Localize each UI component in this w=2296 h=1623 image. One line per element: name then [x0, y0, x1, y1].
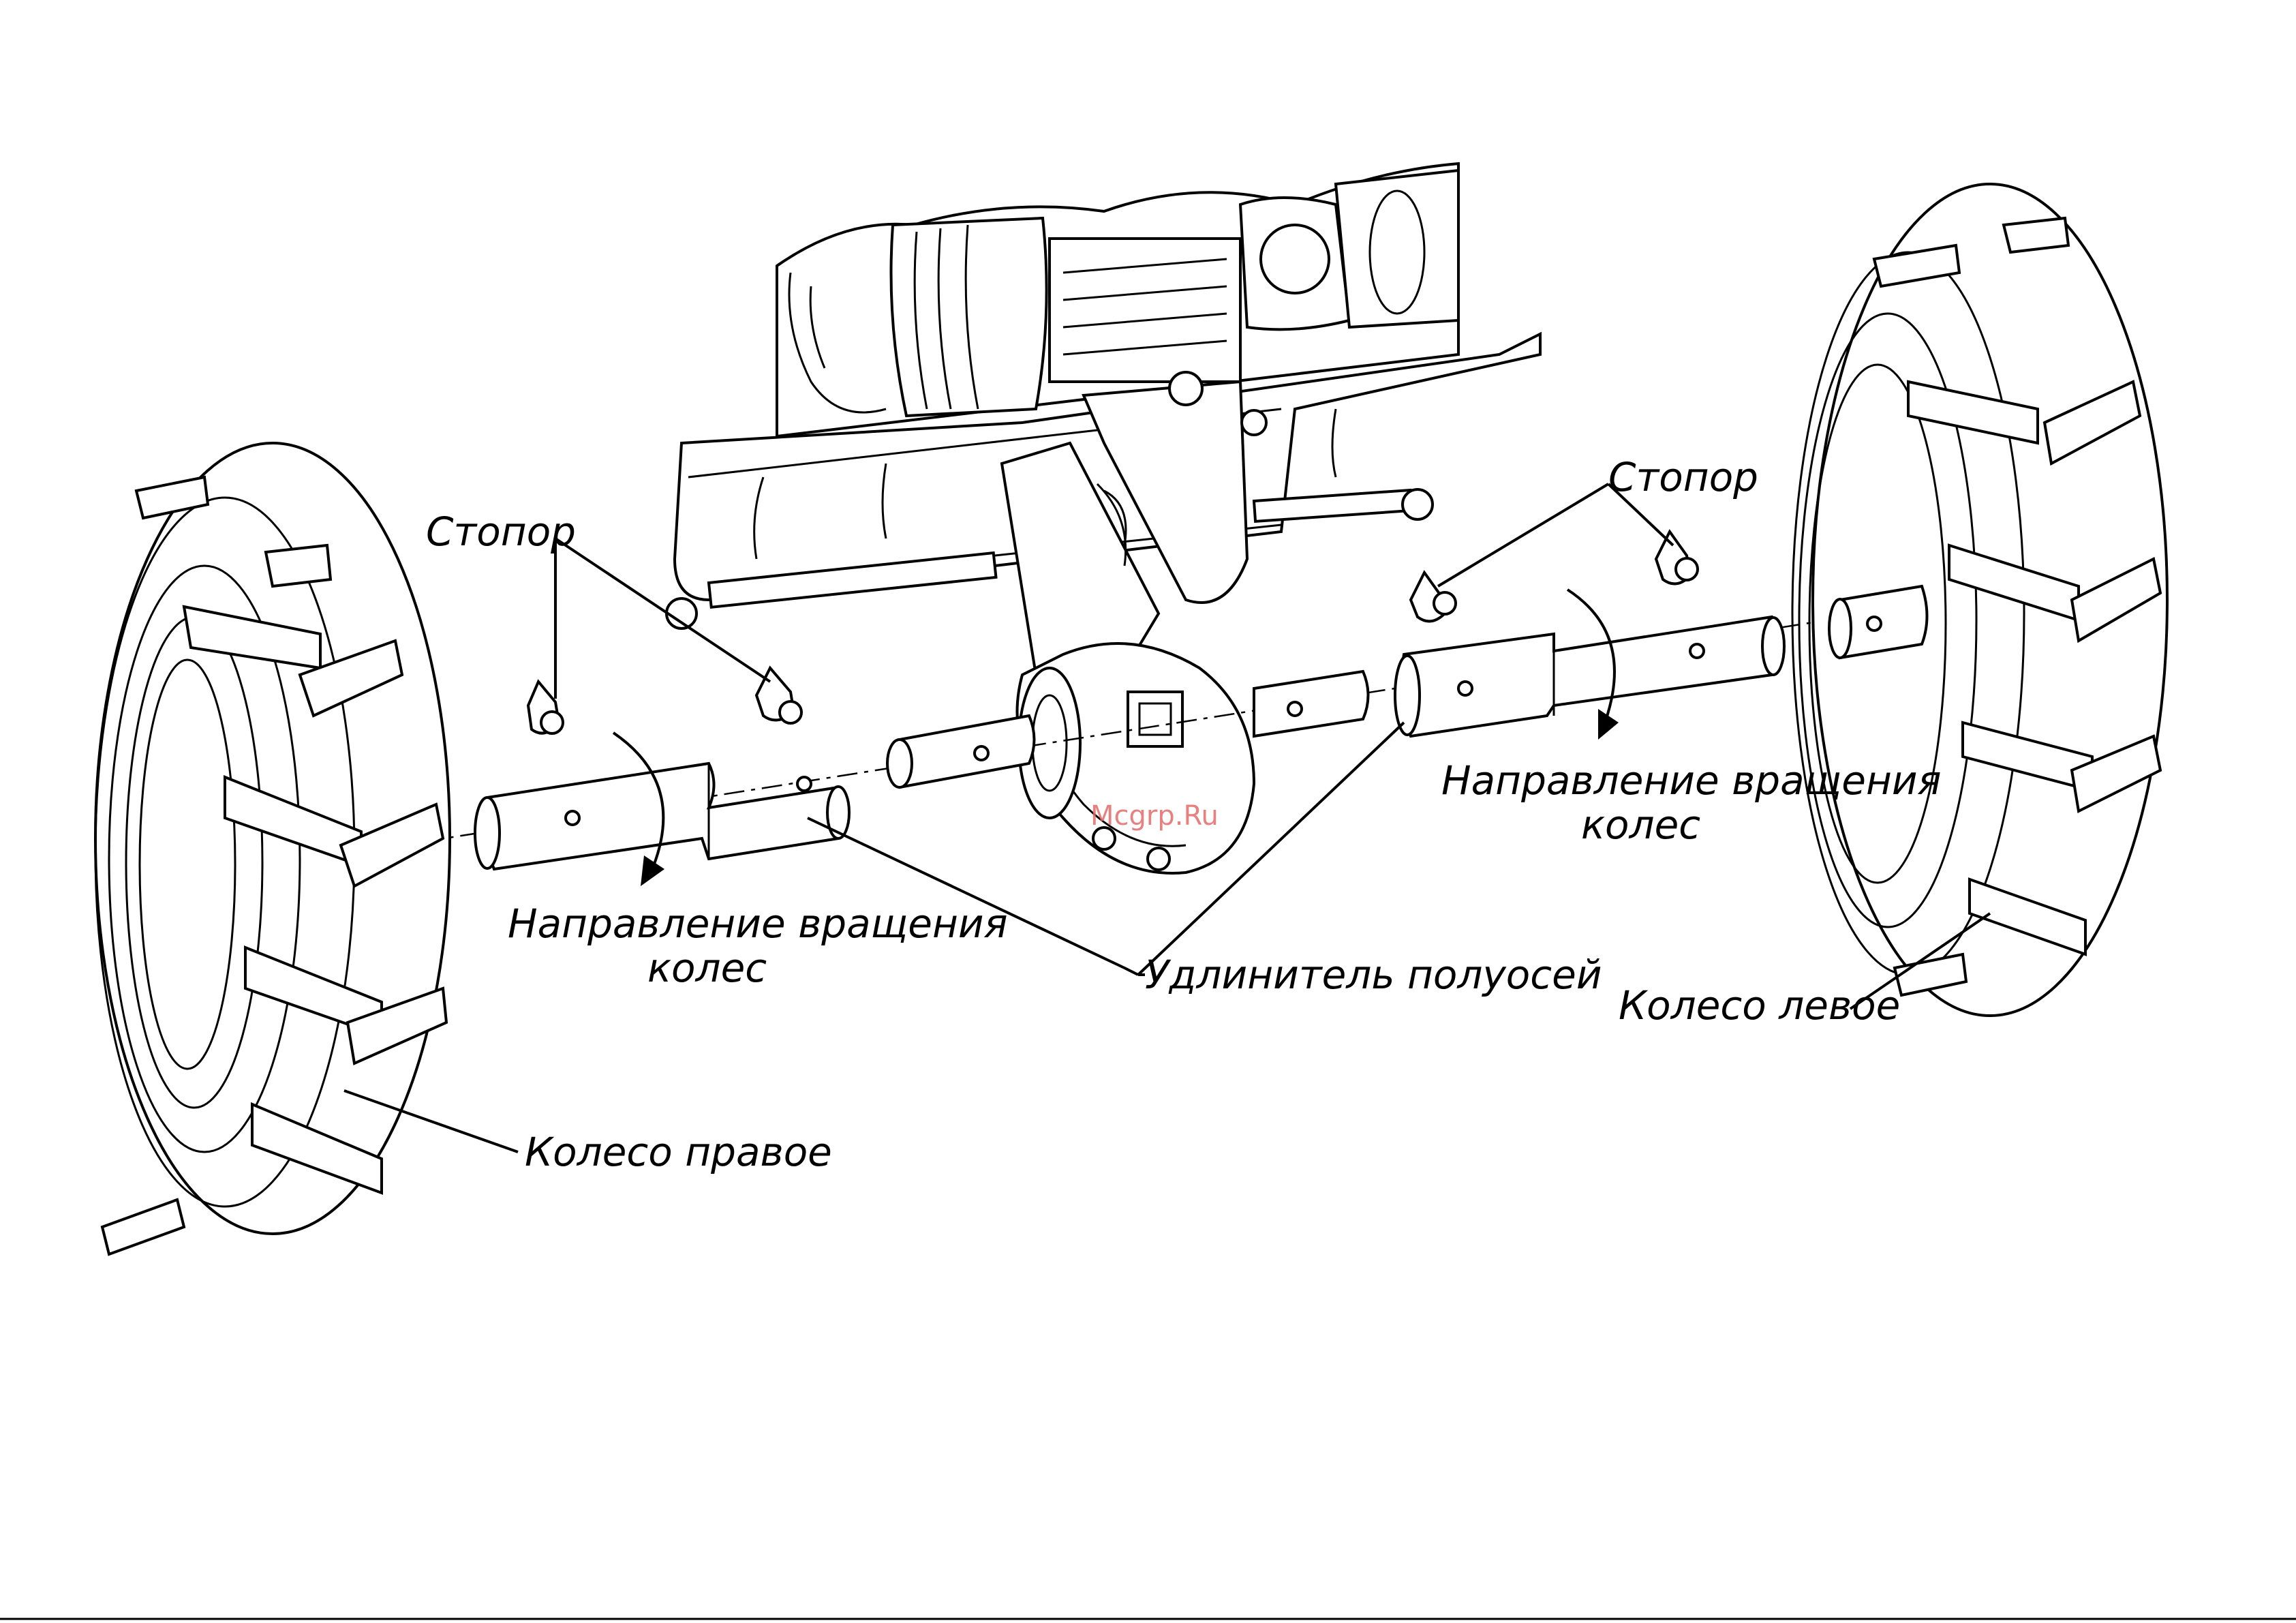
axle-extender-right	[1395, 617, 1784, 736]
wheel-right	[95, 443, 450, 1254]
watermark: Mcgrp.Ru	[1090, 800, 1219, 832]
label-direction-right-1: Направление вращения	[1441, 757, 1941, 804]
lock-pin-1	[528, 682, 563, 733]
label-stopor-right: Стопор	[1608, 454, 1758, 500]
label-direction-left-2: колес	[647, 945, 767, 991]
label-stopor-left: Стопор	[426, 509, 576, 555]
label-wheel-left: Колесо левое	[1619, 982, 1900, 1029]
label-direction-right-2: колес	[1581, 802, 1700, 848]
wheel-left	[1792, 184, 2167, 1016]
label-wheel-right: Колесо правое	[525, 1129, 832, 1175]
label-direction-left-1: Направление вращения	[508, 900, 1007, 947]
tiller-body	[667, 164, 1540, 873]
label-axle-extender: Удлинитель полуосей	[1145, 952, 1602, 998]
lock-pin-4	[1656, 532, 1698, 583]
